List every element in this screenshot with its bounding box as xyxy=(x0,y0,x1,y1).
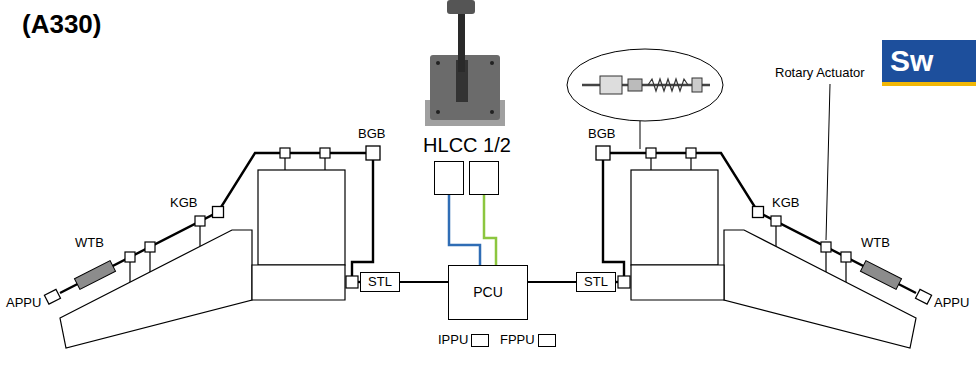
actuator-end xyxy=(692,78,702,92)
unit-box xyxy=(538,334,556,347)
logo-text: Sw xyxy=(890,44,933,79)
screw xyxy=(436,61,440,65)
screw xyxy=(436,110,440,114)
pickoff-unit: FPPU xyxy=(500,333,556,348)
part-label: Rotary Actuator xyxy=(775,66,865,81)
lever-channel-box xyxy=(469,161,499,195)
part-label: KGB xyxy=(772,196,799,211)
left-wing-drawing xyxy=(44,146,380,348)
control-lever-unit: HLCC 1/2 xyxy=(421,134,513,195)
part-label: APPU xyxy=(6,296,41,311)
connector-line xyxy=(449,195,480,265)
power-control-unit: PCU xyxy=(448,265,528,320)
part-label: APPU xyxy=(934,296,969,311)
detail-callout xyxy=(567,49,723,149)
node-text: STL xyxy=(584,275,608,290)
leader-line xyxy=(826,84,830,240)
part-label: WTB xyxy=(861,236,890,251)
leader-line xyxy=(640,121,641,149)
unit-box xyxy=(471,334,489,347)
lever-knob xyxy=(447,0,475,14)
right-wing-drawing xyxy=(596,146,932,348)
lever-stick xyxy=(458,10,465,72)
part-label: BGB xyxy=(358,127,385,142)
screw xyxy=(490,110,494,114)
node-text: PCU xyxy=(473,284,503,300)
callout-ellipse xyxy=(567,49,723,121)
connector-line xyxy=(400,281,448,283)
lever-photo xyxy=(425,0,505,126)
part-label: BGB xyxy=(588,127,615,142)
lever-channel-box xyxy=(434,161,464,195)
node-text: FPPU xyxy=(500,333,535,348)
node-text: HLCC 1/2 xyxy=(421,134,513,157)
actuator-body xyxy=(600,76,622,94)
part-label: KGB xyxy=(170,196,197,211)
pickoff-unit: IPPU xyxy=(438,333,489,348)
node-text: STL xyxy=(368,275,392,290)
logo-stripe xyxy=(882,82,976,86)
part-label: WTB xyxy=(75,236,104,251)
node-text: IPPU xyxy=(438,333,468,348)
connector-line xyxy=(484,195,496,265)
screw xyxy=(490,61,494,65)
torque-limiter-box: STL xyxy=(360,272,400,293)
torque-limiter-box: STL xyxy=(576,272,616,293)
ball-screw xyxy=(648,79,688,91)
heading: (A330) xyxy=(22,10,101,40)
connector-line xyxy=(528,281,576,283)
logo-ground xyxy=(882,40,976,82)
actuator-coupling xyxy=(628,79,642,91)
